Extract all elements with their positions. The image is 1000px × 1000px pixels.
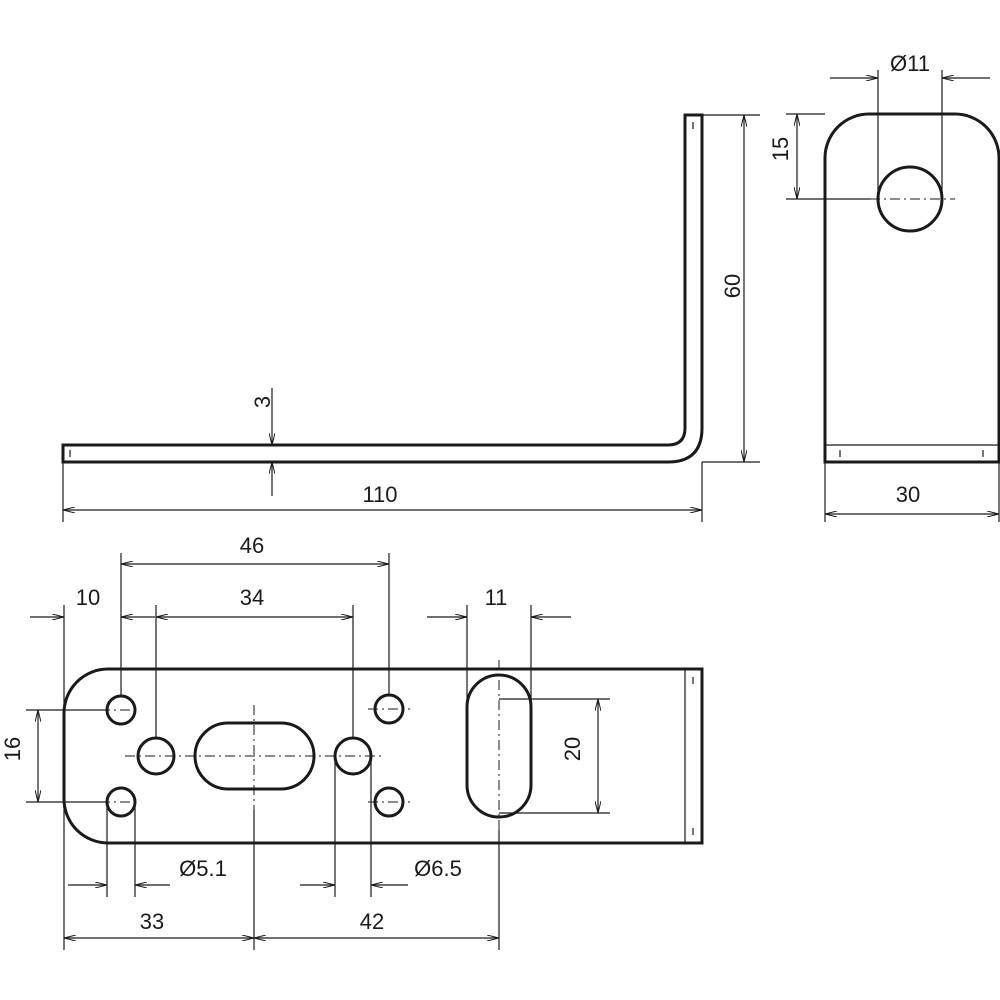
end-view <box>823 112 1000 464</box>
dim-hole-top-offset: 15 <box>768 113 870 200</box>
dim-row-spacing: 16 <box>0 709 106 803</box>
dim-small-hole-dia: Ø5.1 <box>68 802 227 897</box>
dim-height-label: 60 <box>720 274 745 298</box>
dim-small-hole-dia-label: Ø5.1 <box>179 856 227 881</box>
dim-thickness-label: 3 <box>250 396 275 408</box>
side-view-profile <box>61 113 704 464</box>
dim-thickness: 3 <box>250 388 275 496</box>
dim-slot-center-pos-label: 33 <box>140 909 164 934</box>
dim-hole-top-dia-label: Ø11 <box>890 51 930 76</box>
dim-large-hole-dia: Ø6.5 <box>300 756 462 897</box>
dim-hole-pitch-46: 46 <box>120 533 390 695</box>
end-view-outline <box>823 112 1000 464</box>
dim-edge-to-hole-label: 10 <box>76 585 100 610</box>
dim-slot-width: 11 <box>427 585 571 756</box>
dim-hole-top-dia: Ø11 <box>830 51 990 199</box>
dim-large-hole-dia-label: Ø6.5 <box>414 856 462 881</box>
dim-slot-length: 20 <box>499 698 610 814</box>
dim-edge-to-hole: 10 <box>30 585 155 713</box>
dim-width: 30 <box>824 462 1000 522</box>
dim-hole-pitch-34-label: 34 <box>240 585 264 610</box>
dim-row-spacing-label: 16 <box>0 737 25 761</box>
dim-slot-length-label: 20 <box>560 737 585 761</box>
dim-slot-to-slot-label: 42 <box>360 909 384 934</box>
dim-length: 110 <box>62 462 703 522</box>
dim-hole-pitch-34: 34 <box>155 585 354 738</box>
dim-hole-top-offset-label: 15 <box>768 137 793 161</box>
plan-view <box>62 660 704 845</box>
dim-length-label: 110 <box>362 482 397 507</box>
dim-height: 60 <box>702 114 760 463</box>
dim-slot-to-slot: 42 <box>254 830 500 950</box>
dim-slot-center-pos: 33 <box>63 799 255 950</box>
dim-hole-pitch-46-label: 46 <box>240 533 264 558</box>
side-view <box>61 113 704 464</box>
dim-width-label: 30 <box>896 482 920 507</box>
dim-slot-width-label: 11 <box>485 585 508 610</box>
